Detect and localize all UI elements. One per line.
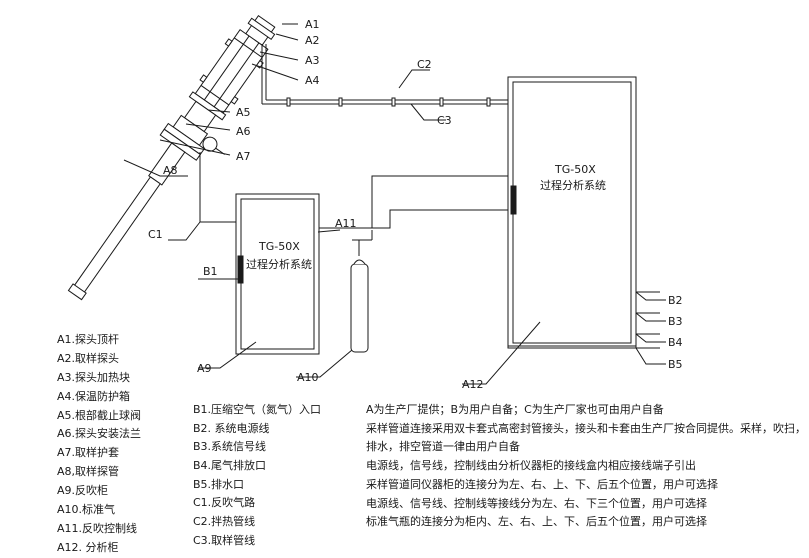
small-cabinet-subtitle: 过程分析系统: [246, 257, 312, 271]
callout-A11: A11: [335, 217, 357, 230]
callout-C1: C1: [148, 228, 163, 241]
note: 标准气瓶的连接分为柜内、左、右、上、下、后五个位置，用户可选择: [366, 515, 707, 529]
callout-A4: A4: [305, 74, 320, 87]
legend-item: A4.保温防护箱: [57, 389, 131, 403]
callout-C2: C2: [417, 58, 432, 71]
legend-item: A3.探头加热块: [57, 370, 131, 384]
legend-item: B2. 系统电源线: [193, 421, 270, 435]
standard-gas-cylinder: [350, 230, 373, 353]
legend-item: A12. 分析柜: [57, 540, 119, 554]
large-cabinet-subtitle: 过程分析系统: [540, 178, 606, 192]
small-cabinet-title: TG-50X: [258, 240, 300, 253]
legend-item: B4.尾气排放口: [193, 459, 267, 473]
legend-item: C2.拌热管线: [193, 515, 256, 529]
analyzer-cabinet-handle: [510, 185, 517, 215]
legend-a: A1.探头顶杆 A2.取样探头 A3.探头加热块 A4.保温防护箱 A5.根部截…: [57, 331, 197, 558]
callout-A3: A3: [305, 54, 320, 67]
backflush-cabinet-handle: [237, 255, 244, 284]
legend-item: A10.标准气: [57, 503, 116, 517]
note: 电源线、信号线、控制线等接线分为左、右、下三个位置，用户可选择: [366, 496, 707, 510]
callout-B2: B2: [668, 294, 683, 307]
installation-notes: A为生产厂提供；B为用户自备；C为生产厂家也可由用户自备 采样管道连接采用双卡套…: [366, 401, 806, 532]
legend-item: B5.排水口: [193, 477, 245, 491]
backflush-cabinet: [235, 193, 320, 355]
sampling-probe-assembly: [67, 15, 276, 301]
callout-A2: A2: [305, 34, 320, 47]
callout-B1: B1: [203, 265, 218, 278]
callout-B3: B3: [668, 315, 683, 328]
legend-item: A1.探头顶杆: [57, 333, 120, 346]
callout-B4: B4: [668, 336, 683, 349]
callout-A1: A1: [305, 18, 320, 31]
legend-item: A7.取样护套: [57, 446, 120, 460]
legend-item: A5.根部截止球阀: [57, 408, 142, 422]
callout-A6: A6: [236, 125, 251, 138]
callout-C3: C3: [437, 114, 452, 127]
legend-item: B3.系统信号线: [193, 440, 267, 454]
large-cabinet-title: TG-50X: [554, 163, 596, 176]
legend-item: A6.探头安装法兰: [57, 427, 142, 441]
legend-item: A8,取样探管: [57, 465, 120, 479]
note: 电源线，信号线，控制线由分析仪器柜的接线盒内相应接线端子引出: [366, 459, 696, 473]
callout-A7: A7: [236, 150, 251, 163]
legend-item: C1.反吹气路: [193, 496, 256, 510]
note: A为生产厂提供；B为用户自备；C为生产厂家也可由用户自备: [366, 403, 664, 416]
callout-A10: A10: [297, 371, 319, 384]
callout-A12: A12: [462, 378, 484, 391]
callout-B5: B5: [668, 358, 683, 371]
legend-item: A11.反吹控制线: [57, 521, 138, 535]
legend-item: B1.压缩空气（氮气）入口: [193, 403, 322, 416]
note: 采样管道同仪器柜的连接分为左、右、上、下、后五个位置，用户可选择: [366, 477, 718, 491]
legend-item: C3.取样管线: [193, 533, 256, 547]
legend-bc: B1.压缩空气（氮气）入口 B2. 系统电源线 B3.系统信号线 B4.尾气排放…: [193, 401, 363, 551]
callout-A5: A5: [236, 106, 251, 119]
callout-A9: A9: [197, 362, 212, 375]
callout-A8: A8: [163, 164, 178, 177]
legend-item: A2.取样探头: [57, 351, 120, 365]
legend-item: A9.反吹柜: [57, 484, 109, 498]
analyzer-cabinet: [507, 76, 637, 349]
note: 采样管道连接采用双卡套式高密封管接头，接头和卡套由生产厂按合同提供。采样，吹扫，…: [366, 421, 806, 454]
